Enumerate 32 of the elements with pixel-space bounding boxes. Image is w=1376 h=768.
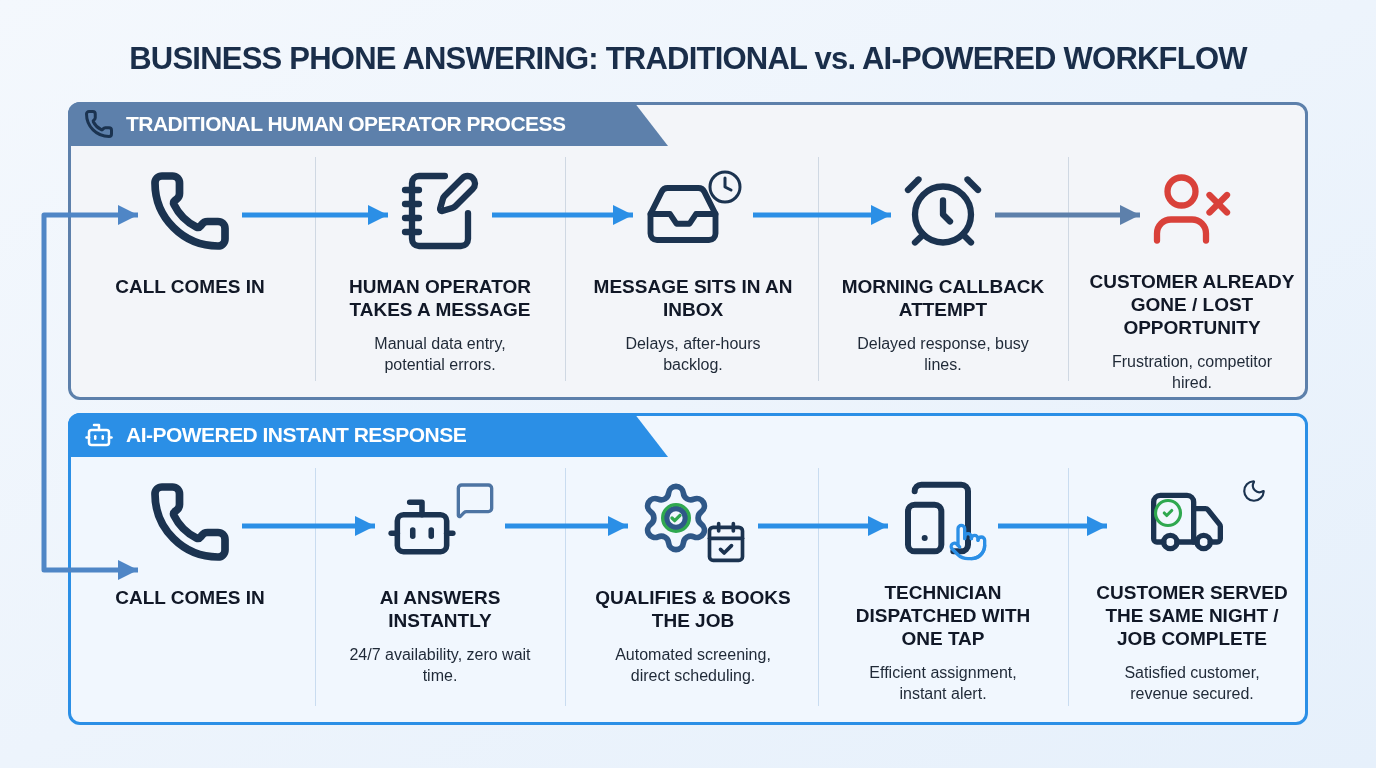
step-title: MESSAGE SITS IN AN INBOX xyxy=(592,275,794,321)
arrow xyxy=(995,205,1140,225)
step-title: MORNING CALLBACK ATTEMPT xyxy=(840,275,1046,321)
arrow xyxy=(753,205,891,225)
arrow xyxy=(242,516,375,536)
process-panel xyxy=(68,102,1308,400)
arrow xyxy=(758,516,888,536)
step-description: Delayed response, busy lines. xyxy=(856,334,1030,375)
step-description: Manual data entry, potential errors. xyxy=(373,334,507,375)
step-title: AI ANSWERS INSTANTLY xyxy=(378,586,502,632)
arrow xyxy=(41,205,138,580)
arrow xyxy=(242,205,388,225)
step-title: HUMAN OPERATOR TAKES A MESSAGE xyxy=(348,275,532,321)
step-description: Frustration, competitor hired. xyxy=(1110,352,1274,393)
step-title: TECHNICIAN DISPATCHED WITH ONE TAP xyxy=(854,581,1032,650)
diagram-title: BUSINESS PHONE ANSWERING: TRADITIONAL vs. AI-POWERED WORKFLOW xyxy=(128,40,1249,78)
panel-title: TRADITIONAL HUMAN OPERATOR PROCESS xyxy=(126,111,566,138)
arrow xyxy=(492,205,633,225)
step-title: CUSTOMER SERVED THE SAME NIGHT / JOB COMPLETE xyxy=(1095,581,1289,650)
step-title: CALL COMES IN xyxy=(114,586,266,609)
step-title: QUALIFIES & BOOKS THE JOB xyxy=(594,586,792,632)
step-description: Automated screening, direct scheduling. xyxy=(614,645,772,686)
process-panel xyxy=(68,413,1308,725)
step-title: CALL COMES IN xyxy=(114,275,266,298)
arrow xyxy=(505,516,628,536)
step-title: CUSTOMER ALREADY GONE / LOST OPPORTUNITY xyxy=(1088,270,1296,339)
panel-title: AI-POWERED INSTANT RESPONSE xyxy=(126,422,467,449)
step-description: 24/7 availability, zero wait time. xyxy=(348,645,532,686)
step-description: Efficient assignment, instant alert. xyxy=(868,663,1018,704)
arrow xyxy=(998,516,1107,536)
step-description: Delays, after-hours backlog. xyxy=(624,334,762,375)
step-description: Satisfied customer, revenue secured. xyxy=(1123,663,1261,704)
